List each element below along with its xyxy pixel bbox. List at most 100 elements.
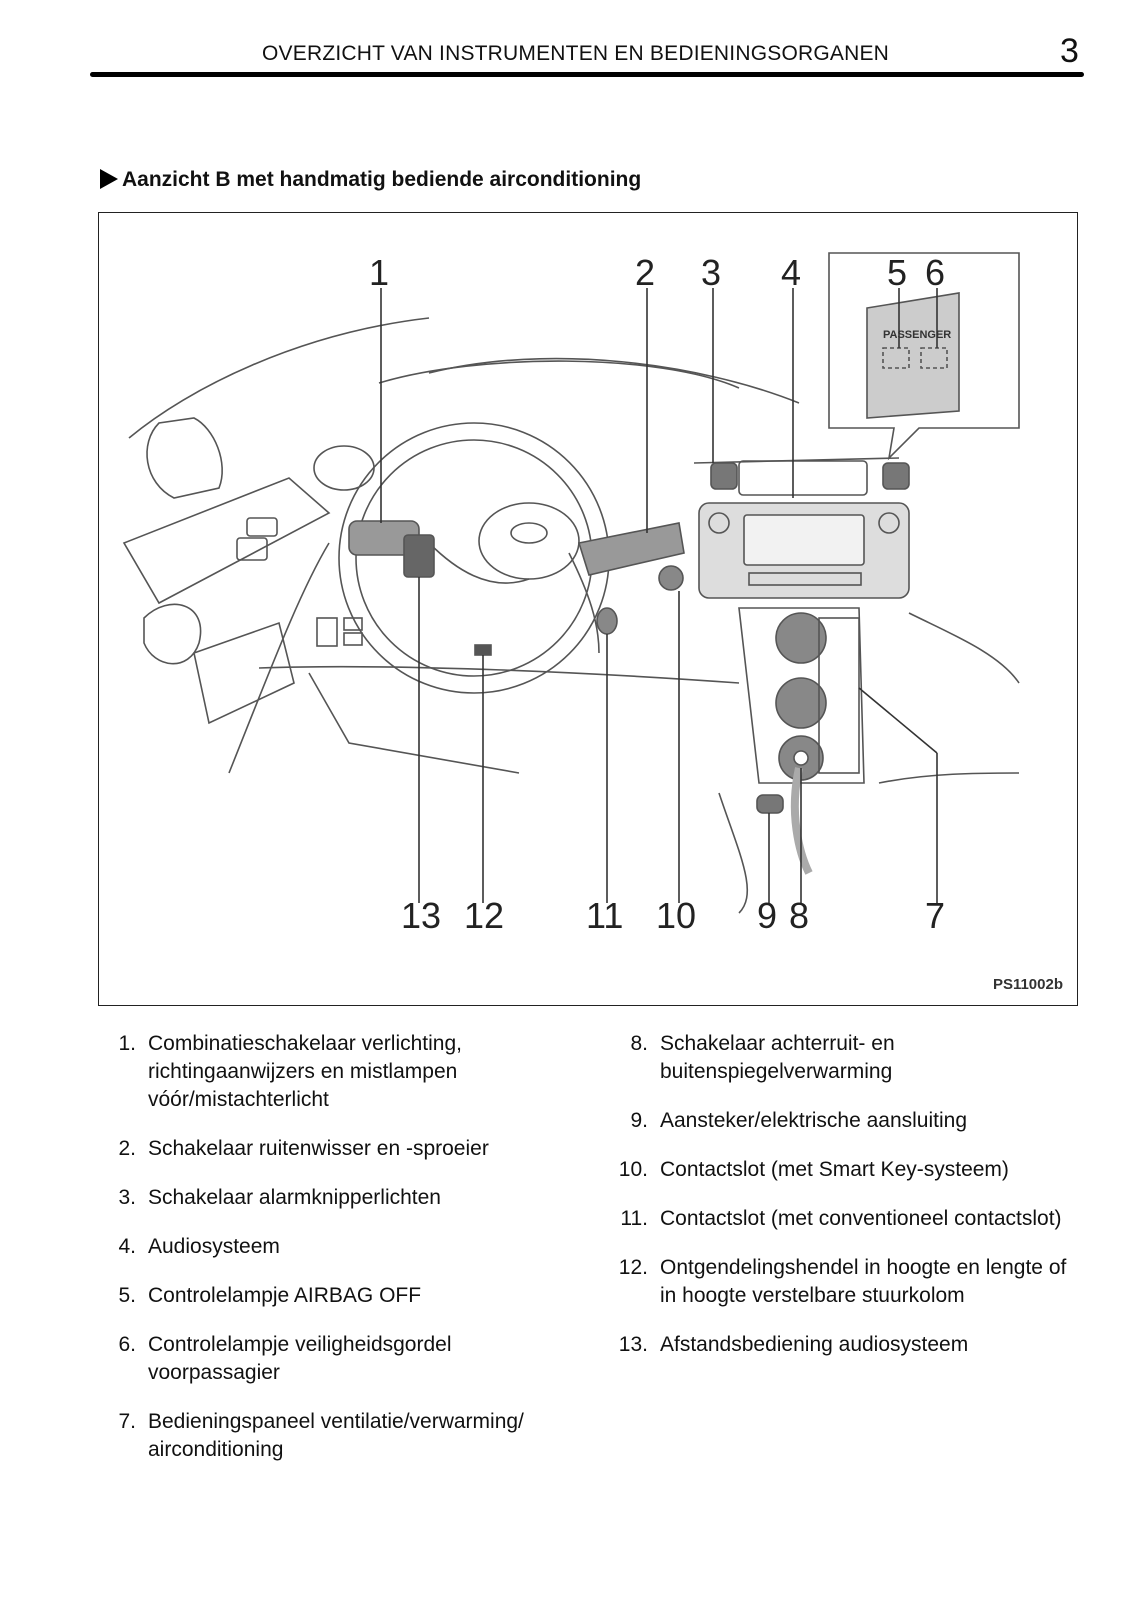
dashboard-figure: PASSENGER 1 2 3 4 5 6 13 12 11 10 9 — [98, 212, 1078, 1006]
steering-spoke — [568, 552, 600, 654]
steering-hub — [478, 502, 580, 580]
callout-12: 12 — [464, 895, 504, 936]
callout-10: 10 — [656, 895, 696, 936]
callout-5: 5 — [887, 252, 907, 293]
callout-6: 6 — [925, 252, 945, 293]
audio-knob-left — [708, 512, 730, 534]
legend-number: 12. — [618, 1256, 648, 1279]
legend-text: Combinatieschakelaar verlichting, richti… — [148, 1032, 462, 1111]
section-heading: Aanzicht B met handmatig bediende aircon… — [100, 168, 641, 192]
legend-number: 1. — [118, 1032, 136, 1055]
header-title: OVERZICHT VAN INSTRUMENTEN EN BEDIENINGS… — [262, 42, 890, 65]
legend-item: 8.Schakelaar achterruit- en buitenspiege… — [612, 1030, 1082, 1086]
callout-11: 11 — [586, 895, 623, 936]
audio-knob-right — [878, 512, 900, 534]
rear-defogger-button — [793, 750, 809, 766]
legend-right-column: 8.Schakelaar achterruit- en buitenspiege… — [612, 1030, 1082, 1380]
legend-item: 13. Afstandsbediening audiosysteem — [612, 1331, 1082, 1359]
dash-button — [316, 617, 338, 647]
legend-number: 3. — [118, 1186, 136, 1209]
airbag-off-lamp — [882, 347, 910, 369]
legend-number: 2. — [118, 1137, 136, 1160]
callout-8: 8 — [789, 895, 809, 936]
legend-item: 6.Controlelampje veiligheidsgordel voorp… — [100, 1331, 560, 1387]
center-vent — [738, 460, 868, 496]
audio-remote — [403, 534, 435, 578]
legend-text: Aansteker/elektrische aansluiting — [660, 1109, 968, 1132]
steering-wheel-inner — [355, 439, 593, 677]
callout-1: 1 — [369, 252, 389, 293]
dash-right-lower — [878, 772, 1020, 784]
door-pocket — [193, 621, 295, 725]
climate-knob-fan — [775, 612, 827, 664]
steering-spoke — [428, 542, 530, 584]
dash-top-line — [428, 357, 800, 404]
legend-number: 10. — [618, 1158, 648, 1181]
cigarette-lighter — [756, 794, 784, 814]
legend-text: Schakelaar achterruit- en buitenspiegelv… — [660, 1032, 895, 1083]
section-heading-text: Aanzicht B met handmatig bediende aircon… — [122, 168, 642, 191]
side-mirror — [146, 417, 223, 499]
climate-bracket — [818, 617, 860, 774]
legend-left-column: 1. Combinatieschakelaar verlichting, rich… — [100, 1030, 560, 1485]
tilt-lever — [474, 644, 492, 656]
glovebox-line — [258, 665, 740, 684]
audio-display — [743, 514, 865, 566]
ignition-smart-key — [658, 565, 684, 591]
legend-text: Contactslot (met conventioneel contactsl… — [660, 1207, 1062, 1230]
dash-left — [228, 542, 330, 774]
gear-shift — [790, 767, 813, 875]
figure-id: PS11002b — [992, 976, 1063, 993]
callout-4: 4 — [781, 252, 801, 293]
climate-panel-outline — [738, 607, 865, 784]
door-panel — [122, 477, 331, 605]
ignition-key — [596, 607, 618, 635]
legend-number: 9. — [630, 1109, 648, 1132]
legend-text: Contactslot (met Smart Key-systeem) — [660, 1158, 1009, 1181]
hazard-button — [710, 462, 738, 490]
legend-text: Bedieningspaneel ventilatie/verwarming/ … — [148, 1410, 524, 1461]
legend-text: Afstandsbediening audiosysteem — [660, 1333, 969, 1356]
callout-13: 13 — [401, 895, 441, 936]
page-number: 3 — [1060, 32, 1079, 70]
legend-text: Schakelaar alarmknipperlichten — [148, 1186, 441, 1209]
leader-lines — [380, 288, 938, 903]
dash-right — [908, 612, 1020, 684]
header-rule — [90, 72, 1084, 77]
legend-item: 11. Contactslot (met conventioneel contac… — [612, 1205, 1082, 1233]
wiper-stalk — [577, 522, 685, 576]
legend-item: 4.Audiosysteem — [100, 1233, 560, 1261]
window-switch — [246, 517, 278, 537]
passenger-panel-label: PASSENGER — [883, 329, 951, 341]
knee-panel — [308, 672, 520, 774]
air-vent-left — [313, 445, 375, 491]
legend-number: 11. — [620, 1207, 648, 1230]
legend-text: Controlelampje veiligheidsgordel voorpas… — [148, 1333, 452, 1384]
callout-3: 3 — [701, 252, 721, 293]
callout-7: 7 — [925, 895, 945, 936]
callout-2: 2 — [635, 252, 655, 293]
legend-text: Controlelampje AIRBAG OFF — [148, 1284, 422, 1307]
passenger-indicator-panel — [866, 292, 960, 419]
windshield-edge — [378, 360, 740, 389]
dash-button — [343, 632, 363, 646]
legend-number: 13. — [618, 1333, 648, 1356]
legend-number: 5. — [118, 1284, 136, 1307]
legend-item: 2.Schakelaar ruitenwisser en -sproeier — [100, 1135, 560, 1163]
legend-item: 9. Aansteker/elektrische aansluiting — [612, 1107, 1082, 1135]
seatbelt-lamp — [920, 347, 948, 369]
legend-number: 4. — [118, 1235, 136, 1258]
a-pillar-line — [128, 317, 430, 439]
center-console — [718, 792, 748, 914]
dash-button — [343, 617, 363, 631]
climate-knob-temp — [775, 677, 827, 729]
triangle-bullet-icon — [100, 169, 118, 189]
legend-item: 7. Bedieningspaneel ventilatie/verwarming… — [100, 1408, 560, 1464]
legend-number: 7. — [118, 1410, 136, 1433]
dashboard-illustration: PASSENGER 1 2 3 4 5 6 13 12 11 10 9 — [122, 252, 1020, 936]
legend-item: 10. Contactslot (met Smart Key-systeem) — [612, 1156, 1082, 1184]
passenger-indicator-button — [882, 462, 910, 490]
legend-item: 1. Combinatieschakelaar verlichting, rich… — [100, 1030, 560, 1114]
legend-item: 5. Controlelampje AIRBAG OFF — [100, 1282, 560, 1310]
callout-9: 9 — [757, 895, 777, 936]
